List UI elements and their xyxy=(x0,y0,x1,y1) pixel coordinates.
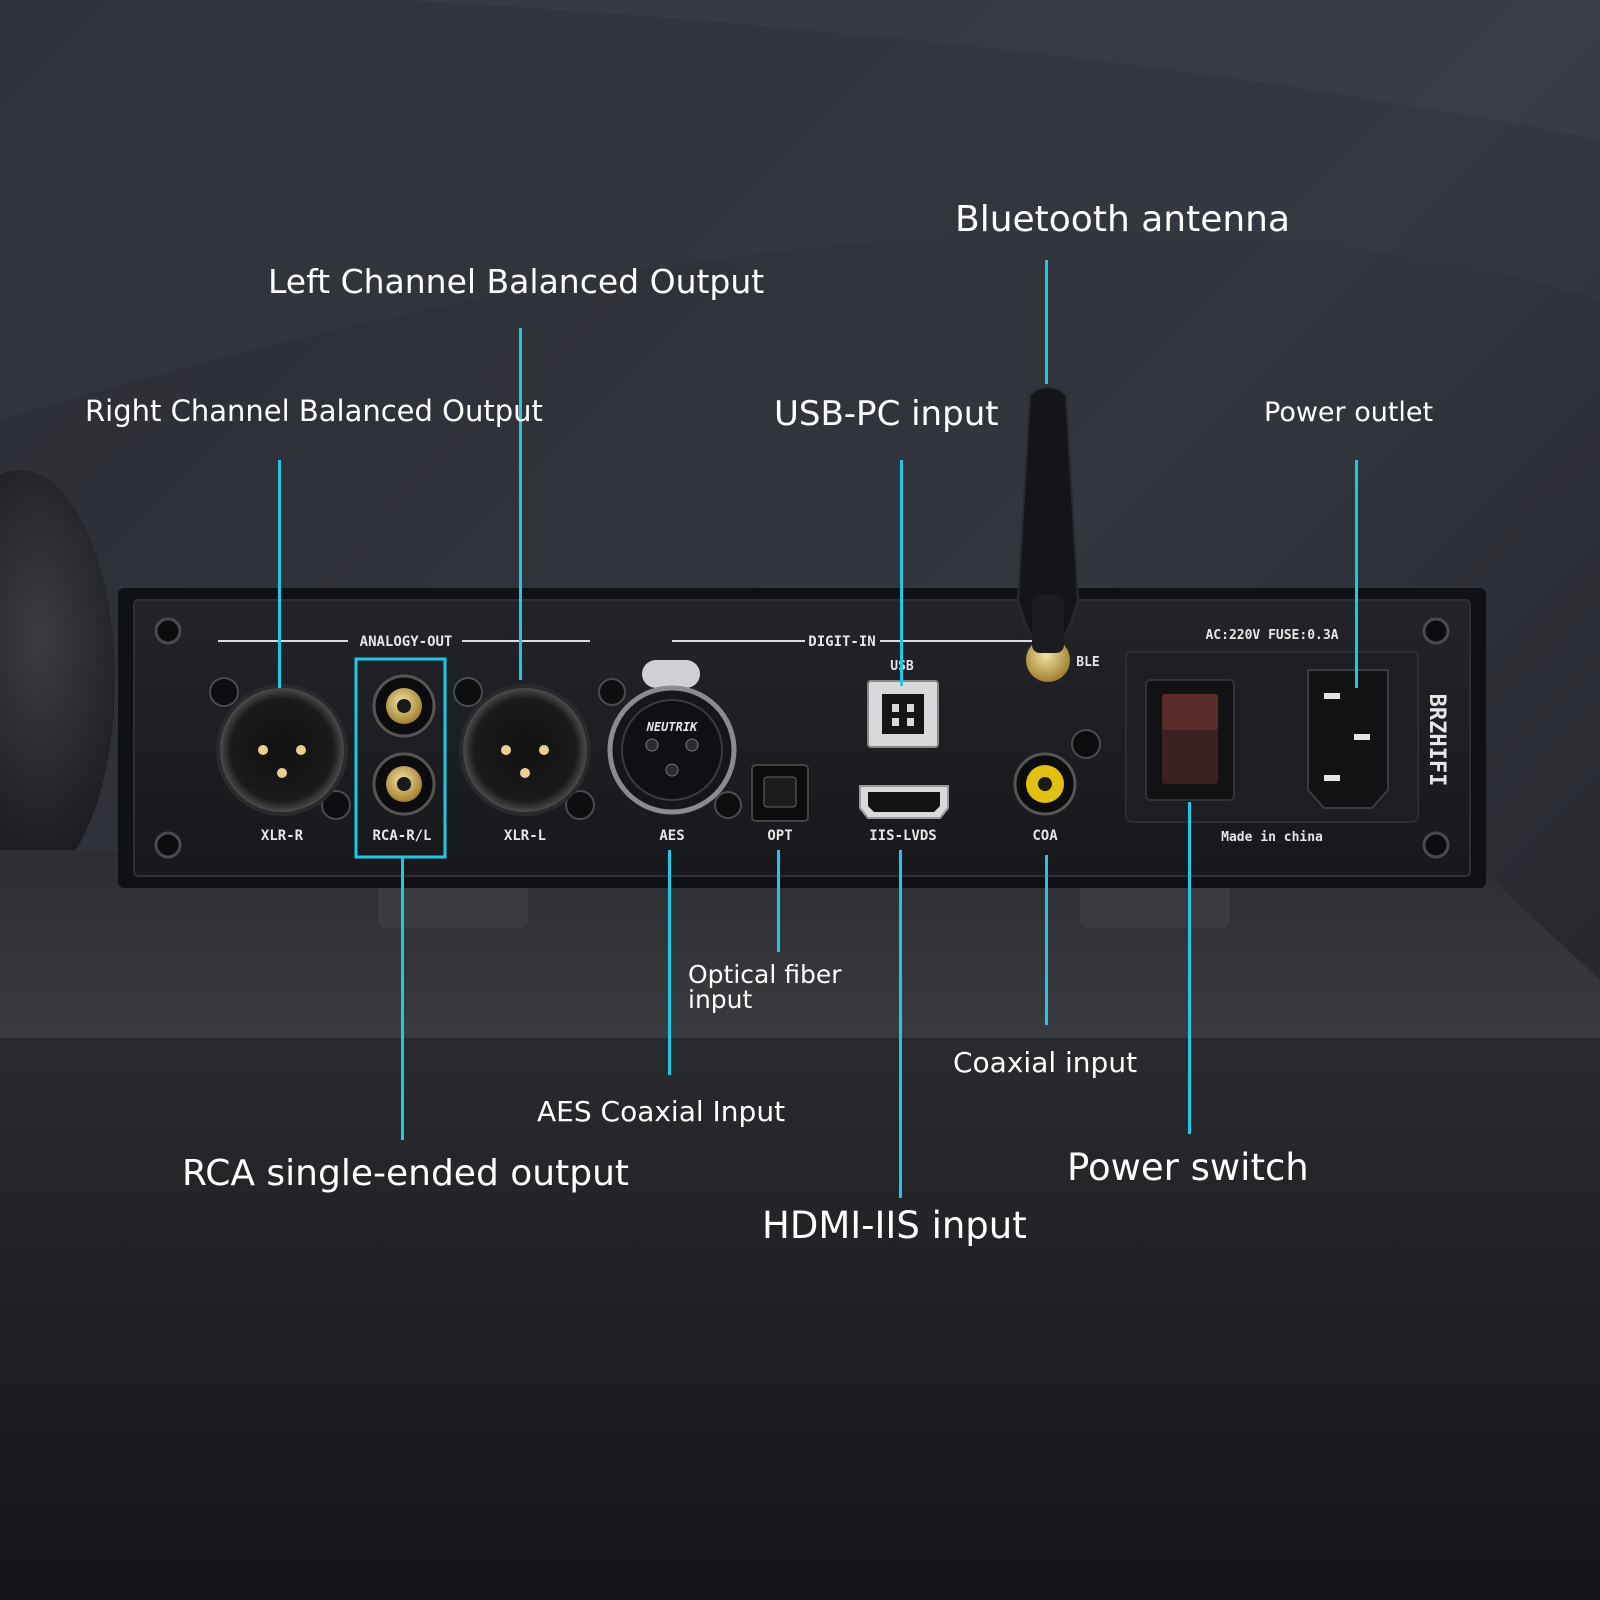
aes-label: AES xyxy=(659,828,684,844)
leader-rca xyxy=(401,858,404,1140)
leader-coaxial xyxy=(1045,855,1048,1025)
optical-port[interactable] xyxy=(751,764,809,822)
callout-hdmi-iis: HDMI-IIS input xyxy=(762,1204,1027,1247)
callout-aes: AES Coaxial Input xyxy=(537,1095,786,1128)
iis-lvds-label: IIS-LVDS xyxy=(869,828,936,844)
release-latch[interactable] xyxy=(642,660,700,688)
callout-right-balanced: Right Channel Balanced Output xyxy=(85,394,543,428)
usb-b-port[interactable] xyxy=(867,680,939,748)
analog-out-label: ANALOGY-OUT xyxy=(360,634,453,650)
power-switch[interactable] xyxy=(1145,679,1235,801)
leader-left-balanced xyxy=(519,328,522,680)
foot-right xyxy=(1080,880,1230,928)
callout-power-outlet: Power outlet xyxy=(1264,397,1434,428)
rca-l-jack[interactable] xyxy=(372,752,436,816)
ble-label: BLE xyxy=(1076,655,1099,670)
leader-power-outlet xyxy=(1355,460,1358,688)
leader-bluetooth xyxy=(1045,260,1048,384)
xlr-l-label: XLR-L xyxy=(504,828,546,844)
leader-right-balanced xyxy=(278,460,281,688)
table-front xyxy=(0,1030,1600,1600)
leader-power-switch xyxy=(1188,802,1191,1134)
made-in-label: Made in china xyxy=(1221,830,1323,845)
callout-coaxial: Coaxial input xyxy=(953,1046,1138,1079)
callout-bluetooth-antenna: Bluetooth antenna xyxy=(955,199,1291,240)
vase xyxy=(0,470,115,890)
rca-r-jack[interactable] xyxy=(372,674,436,738)
rca-highlight-box xyxy=(354,657,447,859)
neutrik-logo: NEUTRIK xyxy=(646,720,699,734)
bluetooth-antenna[interactable] xyxy=(1016,386,1080,683)
leader-aes xyxy=(668,850,671,1075)
coa-label: COA xyxy=(1032,828,1058,844)
digit-in-label: DIGIT-IN xyxy=(808,634,875,650)
brand-logo: BRZHIFI xyxy=(1424,694,1449,787)
leader-optical xyxy=(777,850,780,952)
callout-optical: Optical fiber input xyxy=(688,960,842,1014)
coaxial-jack[interactable] xyxy=(1013,729,1101,816)
xlr-l-connector[interactable] xyxy=(453,677,595,820)
leader-hdmi xyxy=(899,850,902,1198)
callout-rca: RCA single-ended output xyxy=(182,1153,629,1194)
callout-usb-pc: USB-PC input xyxy=(774,394,999,434)
screw-icon xyxy=(154,617,1450,859)
aes-connector[interactable] xyxy=(598,660,742,819)
foot-left xyxy=(378,880,528,928)
xlr-r-label: XLR-R xyxy=(261,828,304,844)
callout-power-switch: Power switch xyxy=(1067,1146,1309,1189)
hdmi-port[interactable] xyxy=(859,785,949,819)
xlr-r-connector[interactable] xyxy=(209,677,351,820)
rca-rl-label: RCA-R/L xyxy=(372,828,431,844)
opt-label: OPT xyxy=(767,828,792,844)
leader-usb xyxy=(900,460,903,686)
iec-power-inlet[interactable] xyxy=(1307,669,1389,809)
ac-spec-label: AC:220V FUSE:0.3A xyxy=(1205,628,1338,643)
callout-left-balanced: Left Channel Balanced Output xyxy=(268,262,765,301)
